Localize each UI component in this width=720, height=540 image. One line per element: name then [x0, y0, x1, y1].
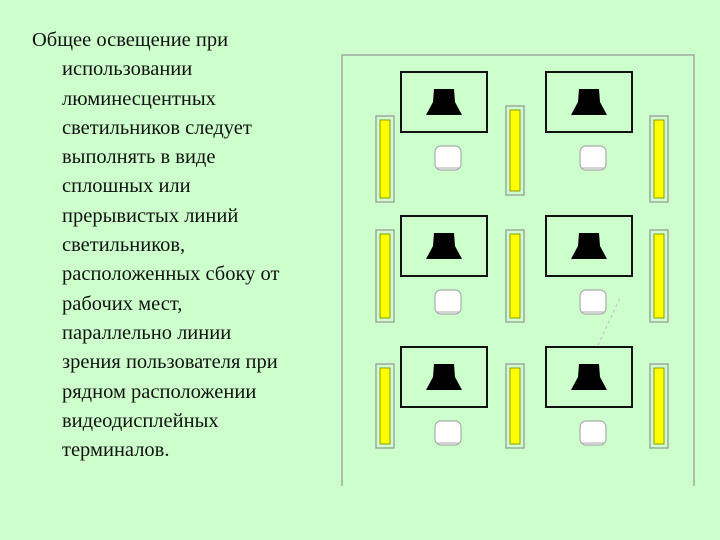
text-line: Общее освещение при — [32, 29, 229, 51]
text-line: сплошных или — [62, 175, 191, 198]
lamp-light — [379, 233, 391, 319]
lamp-light — [509, 367, 521, 445]
lamp-light — [379, 367, 391, 445]
description-text: Общее освещение при использовании люмине… — [32, 26, 332, 465]
desk — [545, 346, 633, 408]
text-line: светильников, — [62, 234, 186, 257]
chair-seat — [579, 289, 607, 315]
lamp-light — [653, 233, 665, 319]
lamp-light — [379, 119, 391, 199]
monitor-icon — [426, 364, 462, 390]
fluorescent-lamp-icon — [505, 363, 525, 449]
chair-seat — [579, 420, 607, 446]
text-line: расположенных сбоку от — [62, 263, 280, 286]
chair-seat — [434, 289, 462, 315]
text-line: выполнять в виде — [62, 146, 216, 169]
text-line: параллельно линии — [62, 321, 232, 344]
chair-icon — [434, 145, 462, 171]
chair-icon — [579, 145, 607, 171]
text-line: использовании — [62, 58, 193, 81]
chair-seat — [579, 145, 607, 171]
fluorescent-lamp-icon — [505, 229, 525, 323]
fluorescent-lamp-icon — [649, 363, 669, 449]
chair-icon — [434, 420, 462, 446]
lamp-light — [509, 233, 521, 319]
fluorescent-lamp-icon — [375, 115, 395, 203]
monitor-icon — [571, 89, 607, 115]
monitor-icon — [571, 233, 607, 259]
text-line: видеодисплейных — [62, 409, 219, 432]
text-line: рядном расположении — [62, 380, 257, 403]
lamp-light — [653, 119, 665, 199]
workstation — [545, 71, 633, 171]
fluorescent-lamp-icon — [505, 105, 525, 196]
chair-seat — [434, 145, 462, 171]
workstation — [400, 215, 488, 315]
text-line: терминалов. — [62, 439, 170, 462]
chair-icon — [579, 289, 607, 315]
monitor-icon — [426, 89, 462, 115]
desk — [400, 346, 488, 408]
monitor-icon — [426, 233, 462, 259]
workstation — [400, 71, 488, 171]
text-line: зрения пользователя при — [62, 351, 278, 374]
workstation — [545, 215, 633, 315]
fluorescent-lamp-icon — [375, 363, 395, 449]
fluorescent-lamp-icon — [649, 229, 669, 323]
workstation — [400, 346, 488, 446]
text-line: люминесцентных — [62, 87, 216, 110]
text-line: рабочих мест, — [62, 292, 183, 315]
lamp-light — [509, 109, 521, 192]
workstation — [545, 346, 633, 446]
chair-icon — [434, 289, 462, 315]
text-line: светильников следует — [62, 116, 252, 139]
fluorescent-lamp-icon — [649, 115, 669, 203]
sketch-line — [597, 297, 621, 346]
monitor-icon — [571, 364, 607, 390]
chair-seat — [434, 420, 462, 446]
room-outline — [341, 54, 695, 486]
lamp-light — [653, 367, 665, 445]
text-line: прерывистых линий — [62, 204, 239, 227]
chair-icon — [579, 420, 607, 446]
fluorescent-lamp-icon — [375, 229, 395, 323]
